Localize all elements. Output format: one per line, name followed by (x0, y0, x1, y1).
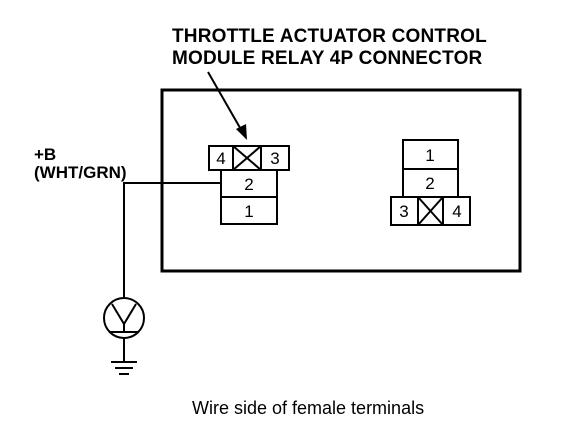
right-terminal-1: 1 (425, 146, 434, 165)
terminal-box-3 (260, 145, 290, 171)
connector-right (390, 139, 471, 226)
right-terminal-4: 4 (452, 202, 461, 221)
left-terminal-4: 4 (216, 149, 225, 168)
terminal-box-3 (390, 196, 419, 226)
terminal-box-2 (402, 168, 459, 198)
probe-wire (123, 182, 221, 297)
title-line-2: MODULE RELAY 4P CONNECTOR (172, 48, 483, 69)
terminal-box-1 (402, 139, 459, 170)
connector-housing (160, 88, 522, 273)
left-terminal-3: 3 (270, 149, 279, 168)
caption: Wire side of female terminals (192, 398, 424, 418)
ground-symbol-icon (111, 338, 137, 375)
terminal-box-1 (220, 196, 278, 225)
wire-color-label: (WHT/GRN) (34, 163, 127, 182)
leader-arrow (207, 71, 247, 140)
right-terminal-2: 2 (425, 174, 434, 193)
connector-left (208, 145, 290, 225)
voltmeter-icon (103, 297, 145, 339)
terminal-box-4 (442, 196, 471, 226)
title-line-1: THROTTLE ACTUATOR CONTROL (172, 26, 487, 47)
left-terminal-1: 1 (244, 202, 253, 221)
left-terminal-2: 2 (244, 175, 253, 194)
right-terminal-3: 3 (399, 202, 408, 221)
wire-terminal-label: +B (34, 145, 56, 164)
